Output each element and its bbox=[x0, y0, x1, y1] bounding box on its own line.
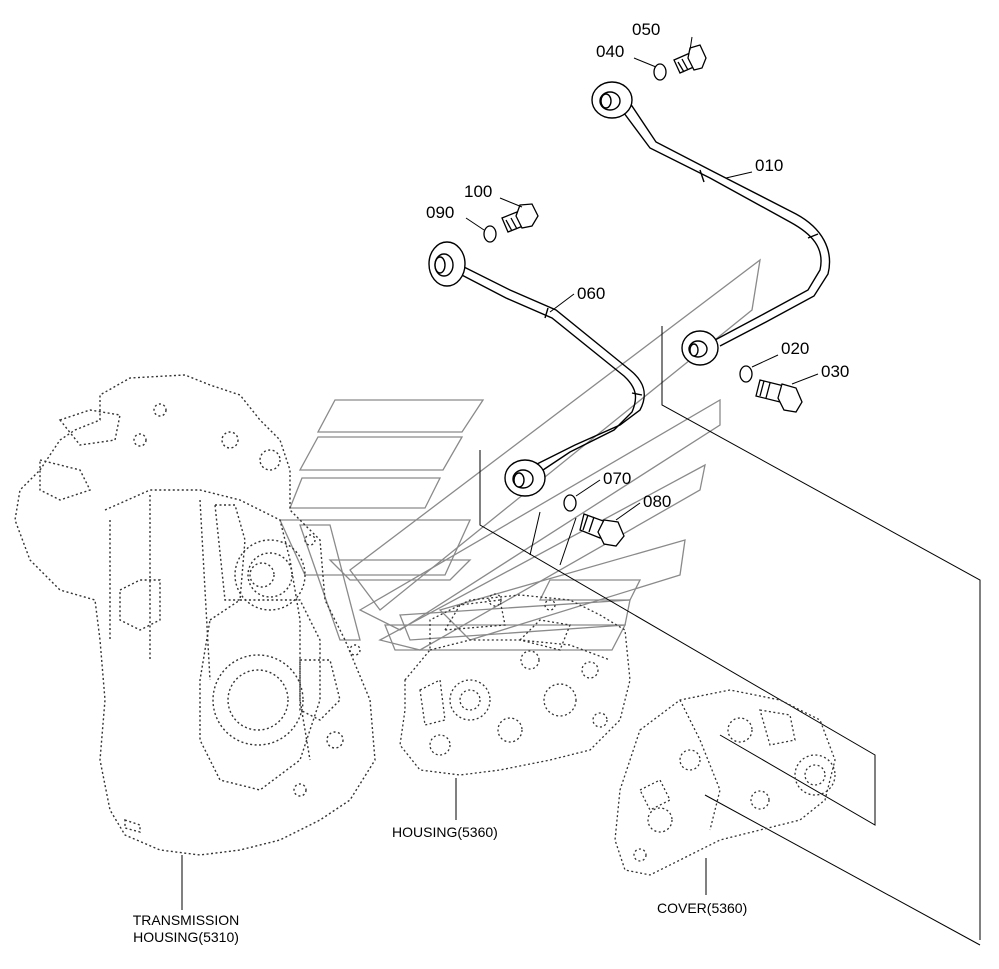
label-040: 040 bbox=[596, 42, 625, 61]
banjo-bolt-100 bbox=[501, 203, 539, 233]
label-080: 080 bbox=[643, 492, 672, 511]
label-050: 050 bbox=[632, 20, 661, 39]
o-ring-070 bbox=[563, 494, 577, 512]
callout-housing-5360: HOUSING(5360) bbox=[392, 824, 498, 840]
callout-transmission-housing: TRANSMISSION HOUSING(5310) bbox=[124, 912, 248, 946]
o-ring-040 bbox=[653, 63, 667, 81]
callout-cover-5360: COVER(5360) bbox=[657, 900, 748, 916]
banjo-fitting-060-top bbox=[428, 241, 466, 287]
housing-5360-drawing bbox=[399, 593, 631, 776]
banjo-bolt-080 bbox=[579, 513, 625, 547]
o-ring-090 bbox=[483, 225, 497, 243]
leader-lines bbox=[479, 326, 981, 946]
label-010: 010 bbox=[755, 156, 784, 175]
banjo-bolt-030 bbox=[755, 379, 803, 413]
cover-5360-drawing bbox=[614, 689, 836, 876]
label-070: 070 bbox=[603, 469, 632, 488]
banjo-fitting-010-top bbox=[591, 81, 633, 119]
pipe-010 bbox=[617, 99, 831, 347]
transmission-housing-drawing bbox=[14, 374, 376, 856]
label-030: 030 bbox=[821, 362, 850, 381]
watermark-logo bbox=[278, 258, 761, 651]
callout-transmission-line1: TRANSMISSION bbox=[132, 912, 240, 928]
label-060: 060 bbox=[577, 284, 606, 303]
banjo-bolt-050 bbox=[673, 44, 707, 74]
banjo-fitting-060-bottom bbox=[504, 459, 546, 497]
label-100: 100 bbox=[464, 182, 493, 201]
o-ring-020 bbox=[739, 365, 753, 383]
label-020: 020 bbox=[781, 339, 810, 358]
label-090: 090 bbox=[426, 203, 455, 222]
pipe-060 bbox=[453, 261, 646, 473]
callout-leaders bbox=[181, 36, 819, 910]
callout-transmission-line2: HOUSING(5310) bbox=[133, 928, 239, 945]
banjo-fitting-010-bottom bbox=[681, 330, 719, 366]
o-rings bbox=[483, 63, 753, 512]
